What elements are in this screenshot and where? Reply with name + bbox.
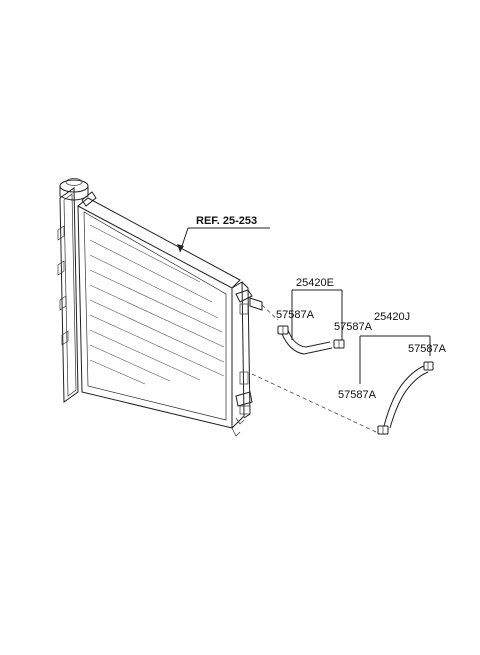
clamp-label-1: 57587A: [276, 309, 315, 321]
radiator-cap: [59, 178, 97, 207]
hose-upper-assembly: [261, 289, 345, 355]
ref-leader: [177, 227, 270, 253]
hose-lower-label: 25420J: [374, 311, 410, 323]
radiator: [57, 178, 263, 437]
hose-upper-label: 25420E: [296, 277, 334, 289]
clamp-lower-top: [423, 361, 434, 371]
clamp-upper-left: [277, 325, 289, 335]
hose-lower-assembly: [251, 335, 434, 435]
clamp-upper-right: [333, 339, 345, 349]
clamp-lower-bottom: [377, 425, 389, 435]
ref-label: REF. 25-253: [196, 215, 257, 227]
clamp-label-3: 57587A: [408, 343, 447, 355]
radiator-core-fins: [89, 224, 225, 385]
clamp-label-4: 57587A: [338, 389, 377, 401]
clamp-label-2: 57587A: [334, 321, 373, 333]
